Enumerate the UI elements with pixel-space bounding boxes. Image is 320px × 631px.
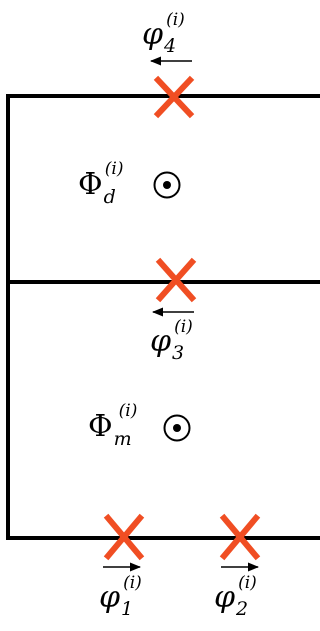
junction-1: φ1(i) [99, 513, 145, 620]
junction-4: φ4(i) [142, 10, 195, 119]
flux-d: Φd(i) [78, 159, 181, 208]
junction-2-cross [219, 513, 261, 561]
junction-2: φ2(i) [214, 513, 261, 620]
lower-loop-wire [6, 282, 320, 540]
flux-d-circled-dot-icon [153, 171, 181, 199]
junction-1-label: φ1(i) [99, 573, 142, 620]
upper-loop-wire [6, 94, 320, 284]
circuit-wires [6, 94, 320, 540]
junction-4-label: φ4(i) [142, 10, 185, 57]
flux-d-label: Φd(i) [78, 159, 123, 208]
junction-4-cross [153, 75, 195, 119]
flux-m-label: Φm(i) [88, 401, 137, 450]
flux-m: Φm(i) [88, 401, 191, 450]
junction-3: φ3(i) [150, 257, 197, 364]
flux-m-circled-dot-icon [163, 414, 191, 442]
junction-2-label: φ2(i) [214, 573, 257, 620]
junction-3-cross [155, 257, 197, 303]
junction-1-cross [103, 513, 145, 561]
junction-3-label: φ3(i) [150, 317, 193, 364]
